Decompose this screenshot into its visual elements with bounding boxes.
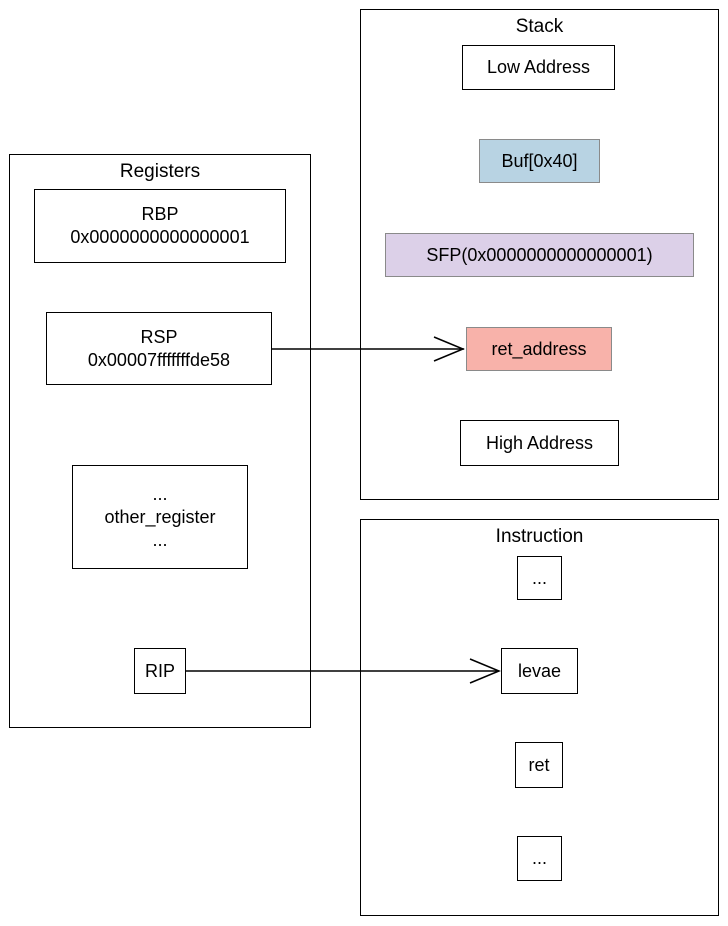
- stack-item-sfp: SFP(0x0000000000000001): [385, 233, 694, 277]
- stack-item-low-address: Low Address: [462, 45, 615, 90]
- other-register-line-3: ...: [152, 529, 168, 550]
- other-register-line-1: ...: [152, 483, 168, 504]
- other-register-box: ... other_register ...: [72, 465, 248, 569]
- registers-title: Registers: [119, 161, 201, 182]
- rip-register-box: RIP: [134, 648, 186, 694]
- stack-item-ret-address: ret_address: [466, 327, 612, 371]
- rsp-name: RSP: [140, 326, 178, 347]
- instruction-item-ellipsis-top: ...: [517, 556, 562, 600]
- rsp-value: 0x00007fffffffde58: [87, 349, 231, 370]
- instruction-item-ret: ret: [515, 742, 563, 788]
- instruction-item-levae: levae: [501, 648, 578, 694]
- instruction-title: Instruction: [495, 526, 584, 547]
- rbp-name: RBP: [141, 204, 179, 224]
- rbp-register-box: RBP 0x0000000000000001: [34, 189, 286, 263]
- stack-item-buf: Buf[0x40]: [479, 139, 600, 183]
- stack-title: Stack: [515, 16, 564, 37]
- rbp-value: 0x0000000000000001: [70, 227, 250, 247]
- rsp-register-box: RSP 0x00007fffffffde58: [46, 312, 272, 385]
- stack-item-high-address: High Address: [460, 420, 619, 466]
- instruction-item-ellipsis-bottom: ...: [517, 836, 562, 881]
- other-register-label: other_register: [104, 506, 216, 527]
- rip-name: RIP: [144, 660, 175, 681]
